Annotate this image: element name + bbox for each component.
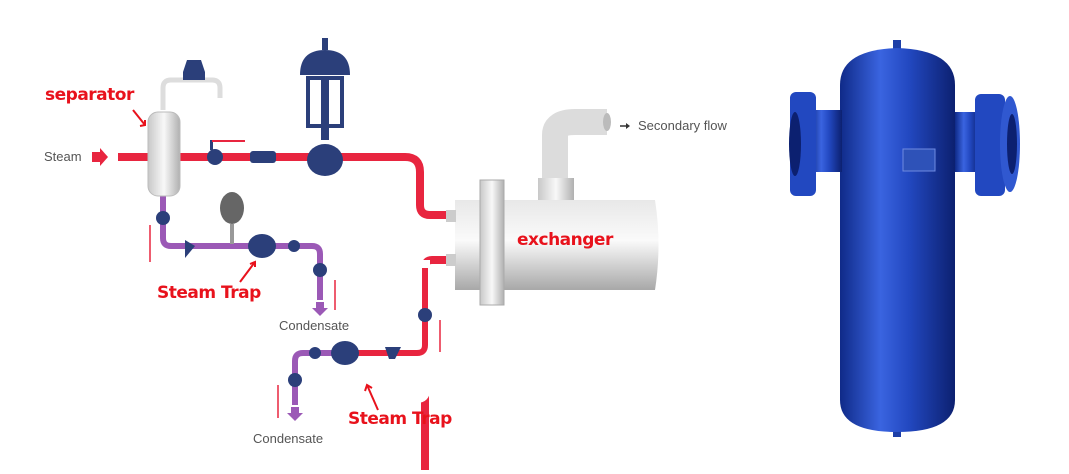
steam-trap-label-1: Steam Trap <box>157 283 261 303</box>
exchanger-label: exchanger <box>517 230 613 250</box>
return-pipe <box>380 260 430 403</box>
steam-trap-2 <box>288 308 432 387</box>
sight-gauge <box>220 192 244 224</box>
condensate-arrow-icon <box>287 407 303 421</box>
separator-product-photo <box>789 40 1020 437</box>
control-valve <box>300 38 350 176</box>
condensate-label-2: Condensate <box>253 431 324 446</box>
strainer <box>250 151 276 163</box>
steam-label: Steam <box>44 149 82 164</box>
isolation-valve <box>207 140 245 165</box>
steam-trap-1 <box>156 192 327 277</box>
condensate-arrow-icon <box>312 302 328 316</box>
nameplate <box>902 148 936 172</box>
heat-exchanger <box>446 109 659 306</box>
separator-vessel <box>147 60 223 197</box>
drain-lines <box>149 225 441 418</box>
condensate-pipe <box>160 195 323 300</box>
separator-label: separator <box>45 85 134 105</box>
secondary-flow-label: Secondary flow <box>638 118 727 133</box>
steam-arrow-icon <box>92 148 108 166</box>
pointer-arrows <box>132 109 379 411</box>
steam-trap-label-2: Steam Trap <box>348 409 452 429</box>
condensate-label-1: Condensate <box>279 318 350 333</box>
